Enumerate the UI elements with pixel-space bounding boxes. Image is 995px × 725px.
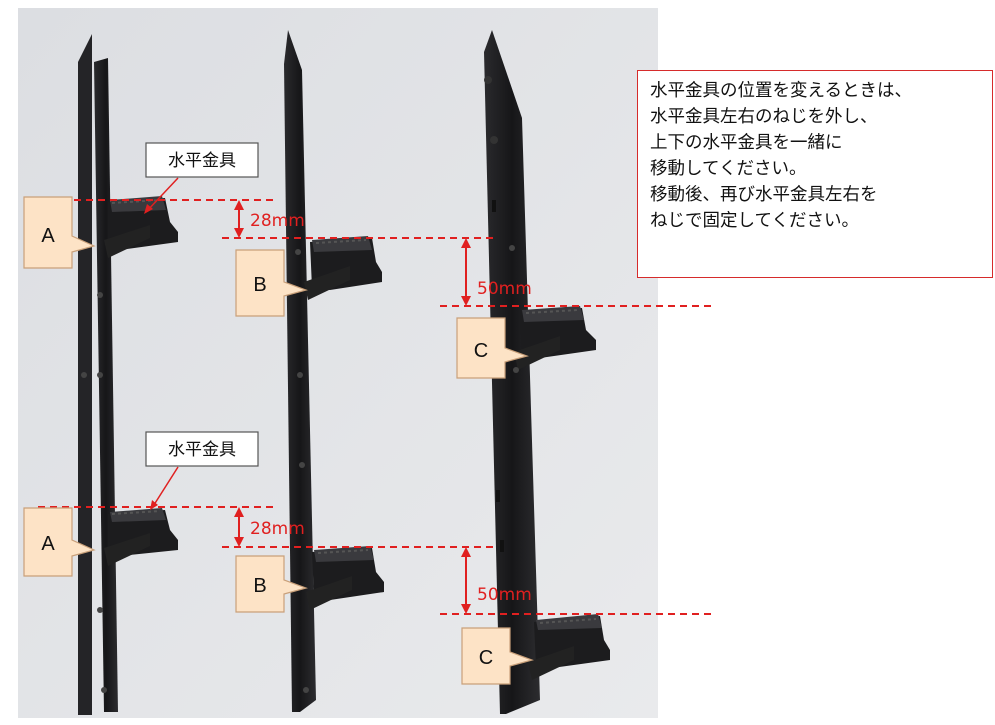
rail-c xyxy=(484,30,610,714)
letter-b-top: B xyxy=(253,274,266,296)
horizontal-fitting-b-bottom xyxy=(306,546,384,610)
letter-callout-a-top: A xyxy=(23,196,96,269)
instruction-line-6: ねじで固定してください。 xyxy=(650,211,859,231)
letter-a-top: A xyxy=(41,225,55,247)
letter-c-bottom: C xyxy=(479,647,493,669)
instruction-line-1: 水平金具の位置を変えるときは、 xyxy=(650,81,912,101)
callout-bottom-text: 水平金具 xyxy=(168,440,236,460)
gap-arrows xyxy=(234,200,471,614)
callout-bottom: 水平金具 xyxy=(145,431,259,510)
rail-a xyxy=(78,34,178,715)
instruction-note: 水平金具の位置を変えるときは、 水平金具左右のねじを外し、 上下の水平金具を一緒… xyxy=(637,70,993,278)
instruction-line-5: 移動後、再び水平金具左右を xyxy=(650,185,878,205)
letter-b-bottom: B xyxy=(253,575,266,597)
horizontal-fitting-a-bottom xyxy=(104,508,178,566)
gap-label-bc-top: 50mm xyxy=(477,279,532,299)
letter-callout-a-bottom: A xyxy=(23,507,96,577)
horizontal-fitting-c-bottom xyxy=(528,614,610,680)
callout-top: 水平金具 xyxy=(144,142,259,214)
letter-callout-c-top: C xyxy=(456,317,529,379)
horizontal-fitting-c-top xyxy=(514,306,596,370)
gap-label-ab-bottom: 28mm xyxy=(250,519,305,539)
rail-b xyxy=(284,30,384,712)
letter-callout-b-top: B xyxy=(235,249,308,317)
instruction-line-2: 水平金具左右のねじを外し、 xyxy=(650,107,878,127)
callout-top-text: 水平金具 xyxy=(168,151,236,171)
instruction-line-4: 移動してください。 xyxy=(650,159,807,179)
letter-callout-b-bottom: B xyxy=(235,555,308,613)
photo-background xyxy=(18,8,658,718)
horizontal-fitting-b-top xyxy=(304,236,382,300)
letter-callout-c-bottom: C xyxy=(461,627,534,685)
gap-label-bc-bottom: 50mm xyxy=(477,585,532,605)
letter-a-bottom: A xyxy=(41,533,55,555)
horizontal-fitting-a-top xyxy=(104,196,178,258)
instruction-line-3: 上下の水平金具を一緒に xyxy=(650,133,843,153)
gap-label-ab-top: 28mm xyxy=(250,211,305,231)
letter-c-top: C xyxy=(474,340,488,362)
